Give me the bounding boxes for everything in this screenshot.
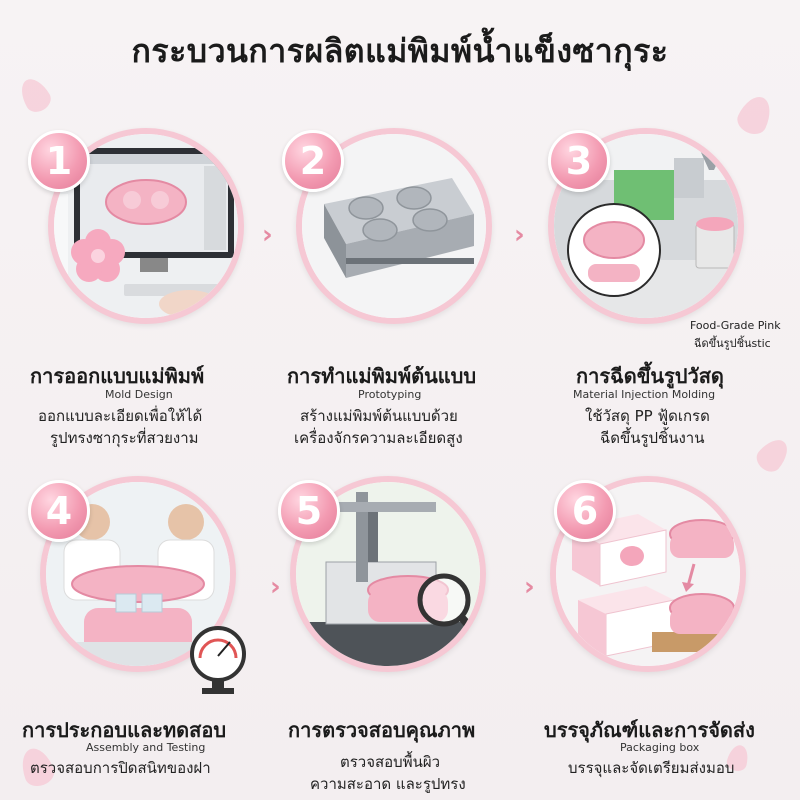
step-4-number-badge: 4 (28, 480, 90, 542)
step3-label-injection: ฉีดขึ้นรูปชิ้นstic (694, 337, 771, 350)
step-1-description-line1: ออกแบบละเอียดเพื่อให้ได้ (38, 407, 203, 425)
arrow-right-icon: › (514, 220, 525, 250)
step-6-number-badge: 6 (554, 480, 616, 542)
arrow-right-icon: › (524, 572, 535, 602)
step-5-description-line1: ตรวจสอบพื้นผิว (340, 753, 441, 771)
step-3-description-line2: ฉีดขึ้นรูปชิ้นงาน (600, 429, 705, 447)
step-2-number-badge: 2 (282, 130, 344, 192)
petal-decoration (733, 91, 777, 139)
step-5-heading: การตรวจสอบคุณภาพ (288, 718, 476, 742)
step-1-description-line2: รูปทรงซากุระที่สวยงาม (50, 429, 199, 447)
step-1-heading: การออกแบบแม่พิมพ์ (30, 364, 205, 388)
step-1-number-badge: 1 (28, 130, 90, 192)
page-title: กระบวนการผลิตแม่พิมพ์น้ำแข็งซากุระ (131, 32, 669, 70)
step-3-heading: การฉีดขึ้นรูปวัสดุ (576, 364, 724, 388)
step-6-heading: บรรจุภัณฑ์และการจัดส่ง (544, 718, 755, 742)
petal-decoration (15, 73, 55, 117)
arrow-right-icon: › (262, 220, 273, 250)
arrow-right-icon: › (270, 572, 281, 602)
step-2-subtitle: Prototyping (358, 388, 422, 401)
pressure-gauge-icon (190, 626, 246, 694)
step-3-number-badge: 3 (548, 130, 610, 192)
step-2-description-line1: สร้างแม่พิมพ์ต้นแบบด้วย (300, 407, 458, 425)
step-3-subtitle: Material Injection Molding (573, 388, 716, 401)
step-4-subtitle: Assembly and Testing (86, 741, 206, 754)
step-6-subtitle: Packaging box (620, 741, 700, 754)
step-2-heading: การทำแม่พิมพ์ต้นแบบ (287, 364, 477, 388)
step-6-description-line1: บรรจุและจัดเตรียมส่งมอบ (568, 759, 735, 777)
step-4-heading: การประกอบและทดสอบ (22, 718, 227, 742)
step-1-subtitle: Mold Design (105, 388, 173, 401)
step-5-number-badge: 5 (278, 480, 340, 542)
petal-decoration (752, 433, 794, 477)
step-3-description-line1: ใช้วัสดุ PP ฟู้ดเกรด (585, 407, 710, 425)
step-2-illustration (296, 128, 492, 324)
step-5-description-line2: ความสะอาด และรูปทรง (310, 775, 466, 793)
step-2-description-line2: เครื่องจักรความละเอียดสูง (294, 429, 463, 447)
step-4-description-line1: ตรวจสอบการปิดสนิทของฝา (30, 759, 211, 777)
step-3-label-food-grade: Food-Grade Pink (690, 319, 781, 332)
